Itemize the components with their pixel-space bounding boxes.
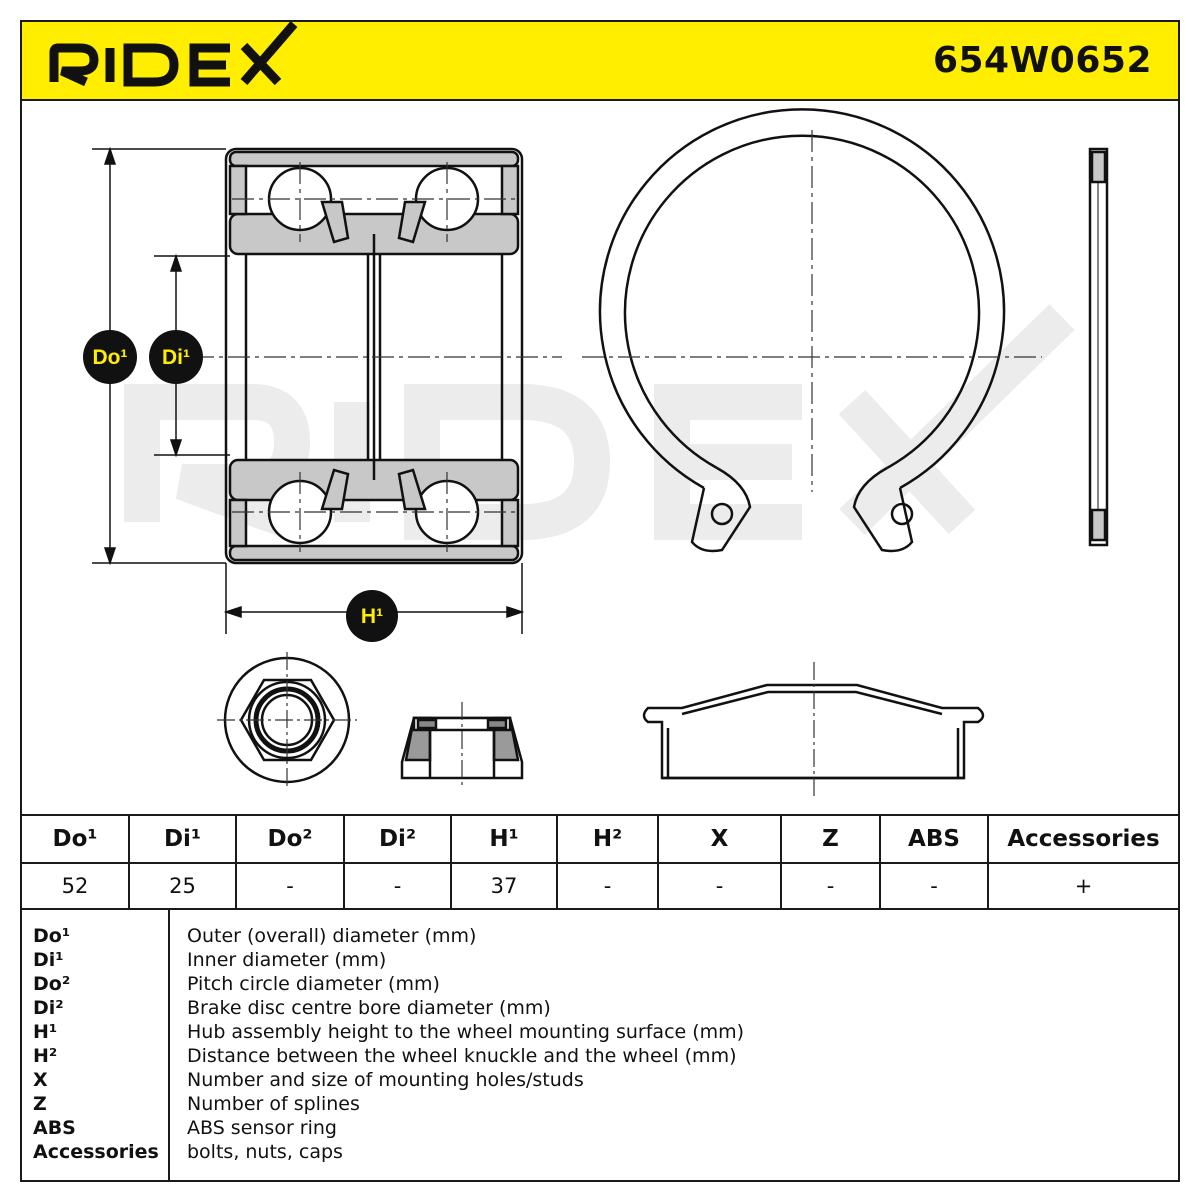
spec-value-cell: - <box>556 862 659 910</box>
spec-value-cell: 37 <box>450 862 558 910</box>
legend-divider <box>168 910 170 1180</box>
legend-key: Accessories <box>33 1141 159 1163</box>
legend-key: ABS <box>33 1117 76 1139</box>
legend-row: ABS ABS sensor ring <box>22 1117 1178 1141</box>
do1-badge <box>83 330 137 384</box>
legend-row: Z Number of splines <box>22 1093 1178 1117</box>
legend-key: Z <box>33 1093 47 1115</box>
spec-header-cell: Di¹ <box>128 814 237 864</box>
spec-header-cell: X <box>657 814 782 864</box>
technical-drawing: Do¹ Di¹ H¹ <box>22 101 1178 814</box>
dimension-badges: Do¹ Di¹ H¹ <box>83 330 398 642</box>
spec-header-cell: Do¹ <box>22 814 130 864</box>
legend-row: Do² Pitch circle diameter (mm) <box>22 973 1178 997</box>
legend-row: H¹ Hub assembly height to the wheel mount… <box>22 1021 1178 1045</box>
ridex-logo <box>49 22 298 87</box>
spec-header-cell: Z <box>780 814 881 864</box>
legend-description: bolts, nuts, caps <box>187 1141 343 1163</box>
spec-header-cell: ABS <box>879 814 989 864</box>
spec-header-cell: H¹ <box>450 814 558 864</box>
part-number: 654W0652 <box>932 40 1152 81</box>
circlip-side-view <box>1088 147 1109 547</box>
legend-key: H¹ <box>33 1021 58 1043</box>
legend-row: Accessories bolts, nuts, caps <box>22 1141 1178 1165</box>
legend: Do¹ Outer (overall) diameter (mm) Di¹ Inner… <box>22 910 1178 1180</box>
legend-description: Hub assembly height to the wheel mountin… <box>187 1021 745 1043</box>
legend-description: Distance between the wheel knuckle and t… <box>187 1045 737 1067</box>
circlip-centerlines <box>582 130 1042 492</box>
legend-description: Outer (overall) diameter (mm) <box>187 925 477 947</box>
legend-row: Di¹ Inner diameter (mm) <box>22 949 1178 973</box>
spec-value-cell: - <box>879 862 989 910</box>
spec-header-cell: Do² <box>235 814 345 864</box>
legend-description: Pitch circle diameter (mm) <box>187 973 440 995</box>
legend-description: Inner diameter (mm) <box>187 949 387 971</box>
spec-header-cell: Di² <box>343 814 452 864</box>
h1-label: H¹ <box>361 605 383 628</box>
spec-value-cell: - <box>657 862 782 910</box>
legend-key: H² <box>33 1045 58 1067</box>
legend-key: Di¹ <box>33 949 64 971</box>
di1-badge <box>149 330 203 384</box>
drawing-canvas: Do¹ Di¹ H¹ <box>83 108 1109 798</box>
legend-row: Di² Brake disc centre bore diameter (mm) <box>22 997 1178 1021</box>
legend-key: Do² <box>33 973 71 995</box>
legend-description: Number of splines <box>187 1093 360 1115</box>
spec-header-cell: H² <box>556 814 659 864</box>
legend-description: Brake disc centre bore diameter (mm) <box>187 997 551 1019</box>
header-bar: 654W0652 <box>22 22 1178 101</box>
legend-row: X Number and size of mounting holes/studs <box>22 1069 1178 1093</box>
spec-value-cell: 25 <box>128 862 237 910</box>
legend-row: Do¹ Outer (overall) diameter (mm) <box>22 925 1178 949</box>
legend-row: H² Distance between the wheel knuckle and… <box>22 1045 1178 1069</box>
legend-key: X <box>33 1069 48 1091</box>
legend-key: Di² <box>33 997 64 1019</box>
datasheet-frame: 654W0652 <box>20 20 1180 1182</box>
legend-description: ABS sensor ring <box>187 1117 337 1139</box>
legend-key: Do¹ <box>33 925 71 947</box>
di1-label: Di¹ <box>162 346 190 369</box>
nut-front-centerlines <box>217 652 357 788</box>
spec-header-cell: Accessories <box>987 814 1178 864</box>
do1-label: Do¹ <box>93 346 128 369</box>
spec-value-cell: + <box>987 862 1178 910</box>
spec-value-cell: - <box>235 862 345 910</box>
nut-section-view <box>400 716 524 780</box>
legend-description: Number and size of mounting holes/studs <box>187 1069 584 1091</box>
spec-value-cell: - <box>780 862 881 910</box>
spec-value-cell: 52 <box>22 862 130 910</box>
dust-cap-section <box>642 683 985 780</box>
spec-value-cell: - <box>343 862 452 910</box>
h1-badge <box>346 590 398 642</box>
bearing-centerlines <box>192 162 562 552</box>
bearing-section <box>224 147 524 565</box>
